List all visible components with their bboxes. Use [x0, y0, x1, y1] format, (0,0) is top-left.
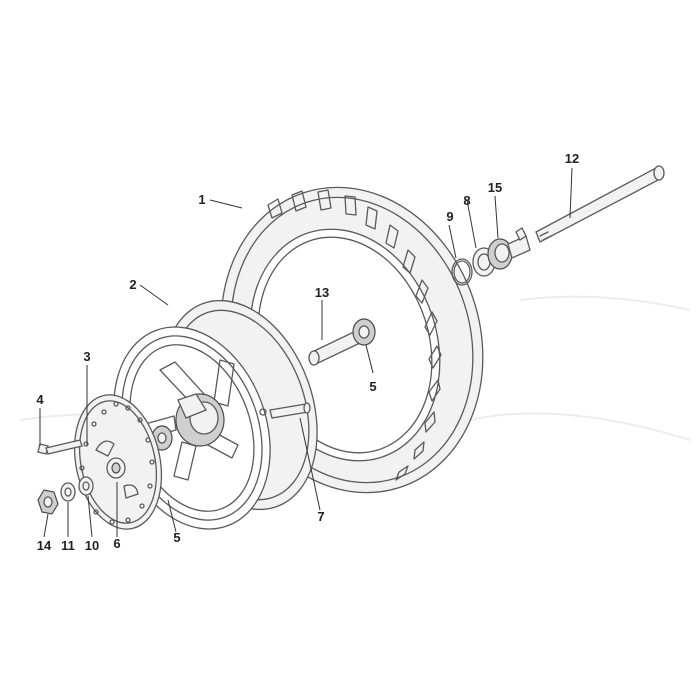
callout-8: 8	[463, 193, 470, 208]
wheel-axle	[535, 165, 665, 243]
callout-3: 3	[83, 349, 90, 364]
callout-6: 6	[113, 536, 120, 551]
axle-nut	[37, 489, 59, 515]
callout-13: 13	[315, 285, 329, 300]
callout-9: 9	[446, 209, 453, 224]
tire-tread	[267, 189, 442, 481]
leader-lines	[39, 167, 573, 538]
callout-11: 11	[61, 538, 75, 553]
washer-11	[60, 482, 76, 502]
disc-bolt	[37, 439, 83, 455]
callout-14: 14	[37, 538, 52, 553]
callout-15: 15	[488, 180, 502, 195]
circlip	[451, 258, 473, 286]
callout-2: 2	[129, 277, 136, 292]
callout-10: 10	[85, 538, 99, 553]
callout-4: 4	[36, 392, 44, 407]
callout-labels: 1 2 3 4 5 5 6 7 8 9 10 11 12 13 14 15	[36, 151, 579, 553]
callout-7: 7	[317, 509, 324, 524]
callout-12: 12	[565, 151, 579, 166]
callout-5-bearing-right: 5	[369, 379, 376, 394]
valve-stem	[259, 402, 311, 419]
speedometer-drive	[487, 227, 531, 270]
bearing-right	[352, 318, 376, 346]
callout-1: 1	[198, 192, 205, 207]
brake-disc	[73, 394, 163, 530]
washer-10	[78, 476, 94, 496]
wheel-hub	[175, 393, 225, 447]
callout-5-bearing-left: 5	[173, 530, 180, 545]
